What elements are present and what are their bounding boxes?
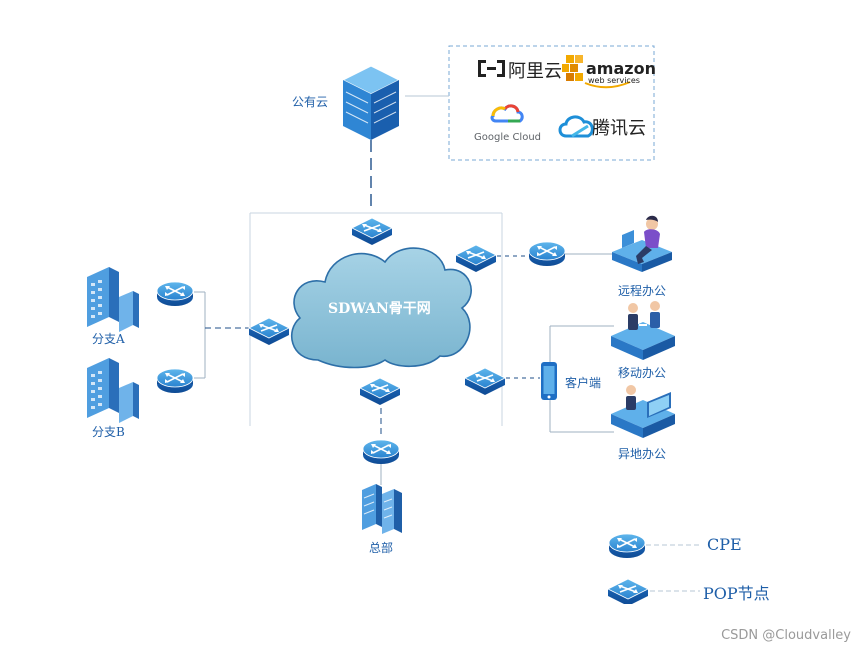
aliyun-logo-icon bbox=[478, 60, 505, 77]
pop-switch-right-top bbox=[455, 244, 497, 273]
remote-office-person-icon bbox=[612, 215, 672, 272]
amazon-logo-icon bbox=[562, 55, 631, 89]
pop-switch-bottom bbox=[359, 377, 401, 406]
public-cloud-server-icon bbox=[341, 65, 401, 140]
branch-b-label: 分支B bbox=[92, 425, 125, 439]
legend-cpe-icon bbox=[608, 533, 646, 559]
pop-switch-left bbox=[248, 317, 290, 346]
offsite-office-desk-icon bbox=[611, 385, 675, 438]
mobile-office-people-icon bbox=[611, 301, 675, 360]
cpe-router-remote bbox=[528, 241, 566, 267]
headquarters-label: 总部 bbox=[369, 541, 394, 555]
cpe-router-branch-a bbox=[156, 281, 194, 307]
branch-a-label: 分支A bbox=[92, 332, 125, 346]
sdwan-backbone-label: SDWAN骨干网 bbox=[328, 301, 431, 317]
branch-b-building-icon bbox=[87, 358, 139, 423]
pop-switch-top bbox=[351, 217, 393, 246]
amazon-sub-name: web services bbox=[588, 76, 640, 85]
cloud-provider-box bbox=[448, 45, 655, 161]
client-label: 客户端 bbox=[565, 376, 602, 390]
amazon-name: amazon bbox=[586, 59, 656, 78]
legend-cpe-label: CPE bbox=[707, 535, 742, 554]
tencent-cloud-name: 腾讯云 bbox=[592, 118, 646, 139]
legend-pop-icon bbox=[607, 578, 649, 604]
aliyun-name: 阿里云 bbox=[508, 61, 562, 82]
headquarters-server-icon bbox=[362, 484, 402, 534]
sdwan-cloud-shape bbox=[290, 247, 472, 369]
tencent-cloud-logo-icon bbox=[558, 115, 594, 138]
backbone-boundary bbox=[249, 212, 503, 426]
public-cloud-label: 公有云 bbox=[292, 95, 329, 109]
offsite-office-label: 异地办公 bbox=[618, 447, 667, 461]
watermark: CSDN @Cloudvalley bbox=[721, 628, 851, 643]
cpe-router-hq bbox=[362, 439, 400, 465]
legend-pop-label: POP节点 bbox=[703, 584, 770, 603]
pop-switch-right-bottom bbox=[464, 367, 506, 396]
google-cloud-name: Google Cloud bbox=[474, 132, 542, 143]
legend-icons bbox=[607, 533, 649, 604]
client-phone-icon bbox=[541, 362, 557, 400]
branch-a-building-icon bbox=[87, 267, 139, 332]
cpe-router-branch-b bbox=[156, 368, 194, 394]
mobile-office-label: 移动办公 bbox=[618, 366, 667, 380]
connection-lines bbox=[194, 95, 700, 592]
remote-office-label: 远程办公 bbox=[618, 284, 667, 298]
google-cloud-logo-icon bbox=[490, 104, 524, 123]
